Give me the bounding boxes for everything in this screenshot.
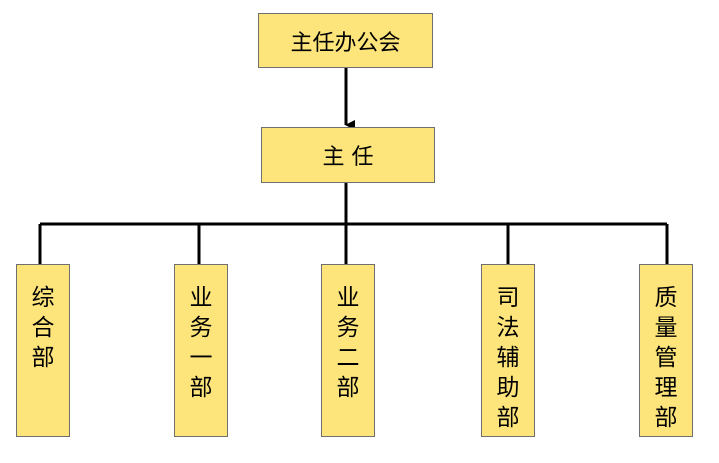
node-dept-general: 综合部 — [16, 264, 70, 437]
node-director: 主 任 — [261, 127, 435, 183]
node-dept-quality-management-label: 质量管理部 — [654, 285, 678, 431]
node-dept-business-2: 业务二部 — [321, 264, 375, 437]
node-dept-judicial-support-label: 司法辅助部 — [496, 285, 520, 431]
node-dept-business-2-label: 业务二部 — [336, 285, 360, 401]
node-director-label: 主 任 — [322, 145, 374, 170]
node-dept-business-1-label: 业务一部 — [189, 285, 213, 401]
node-office-meeting: 主任办公会 — [258, 13, 433, 68]
node-office-meeting-label: 主任办公会 — [290, 30, 401, 56]
node-dept-business-1: 业务一部 — [174, 264, 228, 437]
node-dept-quality-management: 质量管理部 — [639, 264, 693, 437]
node-dept-judicial-support: 司法辅助部 — [481, 264, 535, 437]
node-dept-general-label: 综合部 — [31, 285, 55, 371]
